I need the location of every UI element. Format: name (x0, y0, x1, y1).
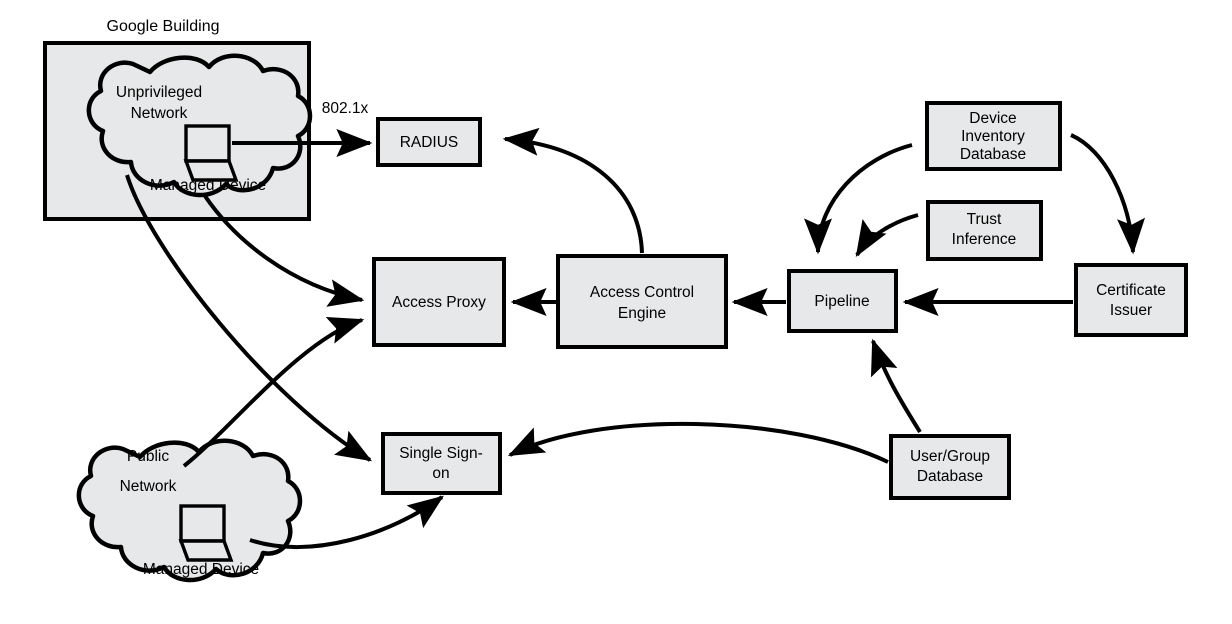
trust-inference-label-line2: Inference (952, 231, 1017, 248)
google-building-label: Google Building (107, 18, 220, 35)
node-access-proxy[interactable]: Access Proxy (372, 257, 506, 347)
node-single-sign-on[interactable]: Single Sign- on (381, 432, 502, 495)
node-certificate-issuer[interactable]: Certificate Issuer (1074, 263, 1188, 337)
edge-unprivileged-to-access-proxy (203, 194, 365, 307)
edge-public-to-single-sign-on (249, 495, 444, 550)
access-proxy-rect[interactable] (372, 257, 506, 347)
single-sign-on-label-line1: Single Sign- (399, 445, 483, 462)
node-access-control-engine[interactable]: Access Control Engine (556, 254, 728, 349)
certificate-issuer-label-line1: Certificate (1096, 282, 1166, 299)
edge-trust-inference-to-pipeline (855, 213, 919, 258)
edge-label-802-1x: 802.1x (322, 100, 369, 117)
access-control-engine-label-line1: Access Control (590, 284, 694, 301)
single-sign-on-label-line2: on (432, 465, 449, 482)
unprivileged-network-label-line2: Network (131, 105, 188, 122)
public-network-label-line2: Network (120, 478, 177, 495)
unprivileged-network-device-label: Managed Device (150, 177, 266, 194)
single-sign-on-rect[interactable] (381, 432, 502, 495)
edge-device-inventory-to-pipeline (804, 143, 913, 255)
node-user-group-database[interactable]: User/Group Database (889, 434, 1011, 500)
cloud-unprivileged-network: Unprivileged Network Managed Device (86, 53, 313, 198)
device-inventory-database-label-line3: Database (960, 146, 1026, 163)
device-inventory-database-label-line2: Inventory (961, 128, 1025, 145)
access-control-engine-rect[interactable] (556, 254, 728, 349)
trust-inference-rect[interactable] (926, 200, 1043, 261)
node-device-inventory-database[interactable]: Device Inventory Database (925, 101, 1062, 171)
cloud-public-network: Public Network Managed Device (76, 438, 303, 583)
certificate-issuer-label-line2: Issuer (1110, 302, 1152, 319)
node-pipeline[interactable]: Pipeline (787, 269, 898, 333)
node-trust-inference[interactable]: Trust Inference (926, 200, 1043, 261)
laptop-icon (178, 504, 234, 562)
device-inventory-database-label-line1: Device (969, 110, 1016, 127)
pipeline-rect[interactable] (787, 269, 898, 333)
device-inventory-database-rect[interactable] (925, 101, 1062, 171)
public-network-device-label: Managed Device (143, 561, 259, 578)
user-group-database-label-line1: User/Group (910, 448, 990, 465)
access-proxy-label: Access Proxy (392, 294, 486, 311)
edge-public-to-access-proxy (182, 317, 365, 468)
edge-user-group-to-single-sign-on (507, 421, 889, 464)
user-group-database-rect[interactable] (889, 434, 1011, 500)
radius-label: RADIUS (400, 134, 459, 151)
pipeline-label: Pipeline (814, 293, 869, 310)
public-network-label-line1: Public (127, 448, 169, 465)
edge-unprivileged-to-single-sign-on (125, 174, 373, 462)
edge-user-group-to-pipeline (870, 338, 922, 434)
radius-rect[interactable] (376, 117, 482, 167)
user-group-database-label-line2: Database (917, 468, 983, 485)
trust-inference-label-line1: Trust (967, 211, 1002, 228)
edge-access-control-engine-to-radius (502, 127, 644, 254)
unprivileged-network-label-line1: Unprivileged (116, 84, 202, 101)
laptop-icon (183, 124, 239, 182)
edge-device-inventory-to-certificate-issuer (1070, 133, 1146, 255)
access-control-engine-label-line2: Engine (618, 305, 666, 322)
node-radius[interactable]: RADIUS (376, 117, 482, 167)
certificate-issuer-rect[interactable] (1074, 263, 1188, 337)
